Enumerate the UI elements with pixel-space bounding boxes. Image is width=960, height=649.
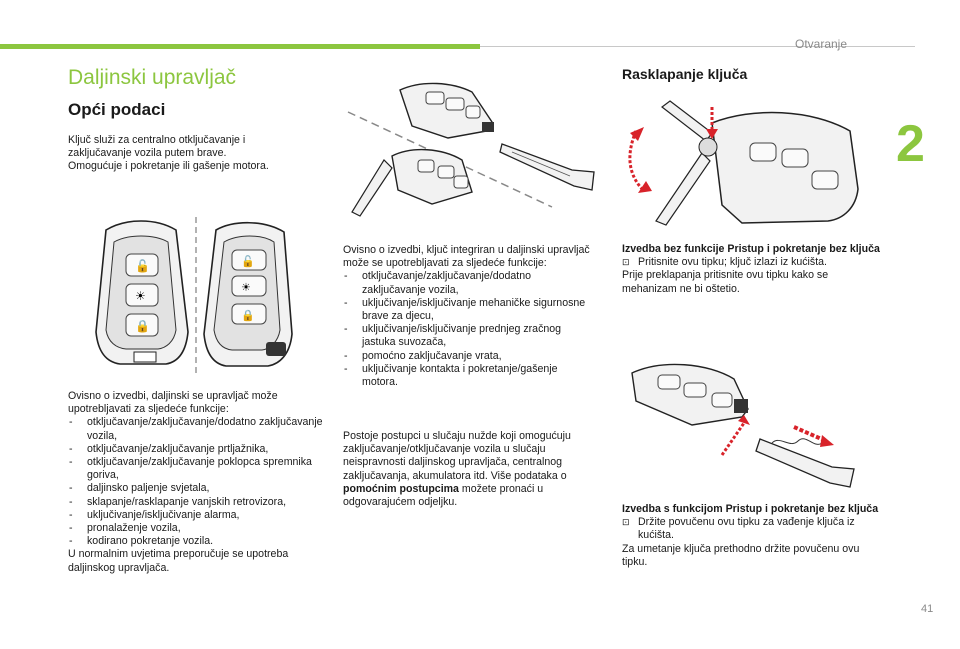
svg-text:🔒: 🔒: [241, 309, 255, 322]
list-item: kodirano pokretanje vozila.: [68, 535, 330, 548]
list-item: uključivanje/isključivanje alarma,: [68, 509, 330, 522]
header-accent-bar: [0, 44, 480, 49]
section-title: Otvaranje: [795, 37, 848, 51]
unfold-key-illustration-2: [631, 363, 855, 488]
list-item: otključavanje/zaključavanje prtljažnika,: [68, 443, 330, 456]
usage-note: U normalnim uvjetima preporučuje se upot…: [68, 548, 289, 574]
left-functions: Ovisno o izvedbi, daljinski se upravljač…: [68, 390, 330, 575]
integrated-key-illustration: [347, 82, 595, 217]
emergency-text: Postoje postupci u slučaju nužde koji om…: [343, 430, 571, 482]
functions-intro: Ovisno o izvedbi, daljinski se upravljač…: [68, 390, 278, 416]
variant2-step: ⊡ Držite povučenu ovu tipku za vađenje k…: [622, 516, 884, 542]
list-item: otključavanje/zaključavanje poklopca spr…: [68, 456, 330, 482]
svg-text:🔓: 🔓: [241, 255, 255, 268]
variant1-step-text: Pritisnite ovu tipku; ključ izlazi iz ku…: [638, 256, 827, 269]
list-item: pronalaženje vozila,: [68, 522, 330, 535]
intro-line: zaključavanje vozila putem brave.: [68, 147, 227, 160]
section-heading: Opći podaci: [68, 100, 166, 119]
variant2-step-text: Držite povučenu ovu tipku za vađenje klj…: [638, 516, 855, 542]
variant1-text: Izvedba bez funkcije Pristup i pokretanj…: [622, 243, 884, 296]
chapter-number: 2: [896, 115, 925, 173]
unfold-key-heading: Rasklapanje ključa: [622, 66, 748, 82]
list-item: uključivanje kontakta i pokretanje/gašen…: [343, 363, 595, 389]
unfold-key-illustration-1: [628, 100, 859, 226]
list-item: otključavanje/zaključavanje/dodatno zakl…: [68, 416, 330, 442]
emergency-text-end: možete pronaći u odgovarajućem odjeljku.: [343, 482, 544, 509]
list-item: sklapanje/rasklapanje vanjskih retrovizo…: [68, 496, 330, 509]
variant1-caption: Izvedba bez funkcije Pristup i pokretanj…: [622, 243, 880, 255]
integrated-key-intro: Ovisno o izvedbi, ključ integriran u dal…: [343, 244, 590, 270]
intro-line: Omogućuje i pokretanje ili gašenje motor…: [68, 160, 269, 173]
svg-text:🔒: 🔒: [135, 319, 150, 333]
variant2-text: Izvedba s funkcijom Pristup i pokretanje…: [622, 503, 884, 569]
page-title: Daljinski upravljač: [68, 66, 237, 89]
functions-list: otključavanje/zaključavanje/dodatno zakl…: [68, 416, 330, 548]
page-number: 41: [921, 603, 934, 615]
integrated-key-functions-list: otključavanje/zaključavanje/dodatno zakl…: [343, 270, 595, 389]
checkbox-arrow-icon: ⊡: [622, 517, 630, 528]
header-divider: [480, 46, 915, 47]
svg-text:☀: ☀: [135, 289, 146, 303]
emergency-link-text: pomoćnim postupcima: [343, 482, 459, 495]
intro-line: Ključ služi za centralno otključavanje i: [68, 134, 246, 146]
svg-text:🔓: 🔓: [135, 259, 150, 273]
list-item: uključivanje/isključivanje prednjeg zrač…: [343, 323, 595, 349]
list-item: daljinsko paljenje svjetala,: [68, 482, 330, 495]
intro-paragraph: Ključ služi za centralno otključavanje i…: [68, 134, 328, 174]
list-item: pomoćno zaključavanje vrata,: [343, 350, 595, 363]
middle-functions: Ovisno o izvedbi, ključ integriran u dal…: [343, 244, 595, 389]
checkbox-arrow-icon: ⊡: [622, 257, 630, 268]
list-item: otključavanje/zaključavanje/dodatno zakl…: [343, 270, 595, 296]
svg-text:☀: ☀: [241, 281, 251, 294]
variant1-step: ⊡ Pritisnite ovu tipku; ključ izlazi iz …: [622, 256, 884, 269]
variant2-caption: Izvedba s funkcijom Pristup i pokretanje…: [622, 503, 879, 515]
remote-keys-illustration: 🔓 ☀ 🔒 🔓 ☀ 🔒: [95, 217, 293, 377]
variant1-note: Prije preklapanja pritisnite ovu tipku k…: [622, 269, 829, 295]
list-item: uključivanje/isključivanje mehaničke sig…: [343, 297, 595, 323]
emergency-paragraph: Postoje postupci u slučaju nužde koji om…: [343, 430, 595, 509]
variant2-note: Za umetanje ključa prethodno držite povu…: [622, 542, 860, 568]
